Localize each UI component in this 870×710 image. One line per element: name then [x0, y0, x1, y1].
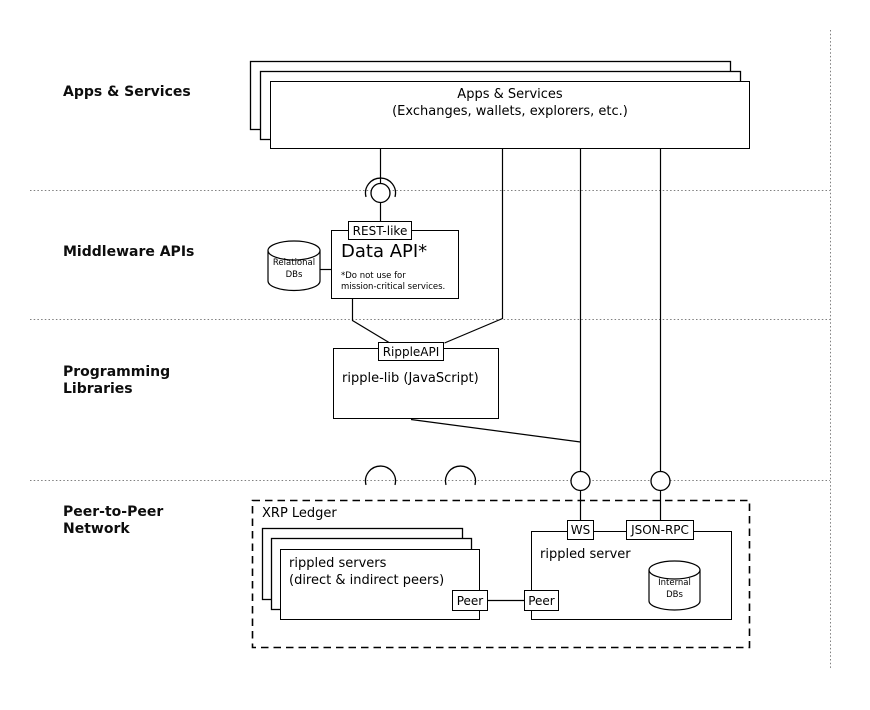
data-api-box: Data API* *Do not use for mission-critic… — [331, 230, 459, 299]
socket-icon — [364, 465, 591, 492]
section-label-line: Libraries — [63, 381, 133, 397]
internal-dbs-label-line: Internal — [658, 578, 691, 588]
peer-tag-right: Peer — [524, 590, 559, 611]
rippled-servers-line2: (direct & indirect peers) — [289, 573, 445, 588]
data-api-note-line1: *Do not use for — [341, 271, 406, 281]
internal-dbs-label-line: DBs — [666, 590, 683, 600]
socket-symbols — [364, 177, 671, 492]
apps-services-box: Apps & Services (Exchanges, wallets, exp… — [270, 81, 750, 149]
rippled-servers-box: rippled servers (direct & indirect peers… — [280, 549, 480, 620]
xrp-ledger-title: XRP Ledger — [262, 506, 337, 521]
line-apps-to-rippleapi — [444, 149, 504, 344]
apps-services-box-subtitle: (Exchanges, wallets, explorers, etc.) — [392, 104, 628, 119]
data-api-title: Data API* — [341, 241, 428, 262]
peer-tag-left: Peer — [452, 590, 488, 611]
section-label-peer-to-peer-network: Peer-to-Peer Network — [63, 504, 163, 538]
section-label-line: Network — [63, 521, 130, 537]
section-label-programming-libraries: Programming Libraries — [63, 364, 170, 398]
rest-like-tag: REST-like — [348, 221, 412, 240]
line-ripplelib-to-ws — [410, 418, 581, 443]
socket-icon — [364, 177, 397, 204]
relational-dbs-label: Relational DBs — [268, 257, 320, 281]
json-rpc-tag: JSON-RPC — [626, 520, 694, 540]
rippled-servers-line1: rippled servers — [289, 556, 387, 571]
connector-lines — [320, 149, 662, 602]
ws-tag: WS — [567, 520, 594, 540]
ripple-api-tag: RippleAPI — [378, 342, 444, 361]
rippled-server-title: rippled server — [540, 547, 631, 562]
section-label-line: Peer-to-Peer — [63, 504, 164, 520]
relational-dbs-label-line: Relational — [272, 258, 316, 268]
section-label-middleware-apis: Middleware APIs — [63, 244, 195, 260]
section-label-line: Programming — [63, 364, 171, 380]
section-label-apps-services: Apps & Services — [63, 84, 191, 100]
ripple-lib-title: ripple-lib (JavaScript) — [342, 371, 479, 386]
xrp-ledger-dashed-box — [251, 499, 751, 649]
relational-dbs-cylinder-icon — [267, 240, 321, 292]
section-separators — [30, 30, 831, 670]
internal-dbs-label: Internal DBs — [649, 577, 700, 601]
socket-icon — [444, 465, 671, 492]
data-api-note-line2: mission-critical services. — [341, 282, 446, 292]
relational-dbs-label-line: DBs — [285, 270, 303, 280]
line-dataapi-to-rippleapi — [351, 299, 390, 344]
internal-dbs-cylinder-icon — [648, 560, 701, 611]
apps-services-box-title: Apps & Services — [457, 87, 563, 102]
